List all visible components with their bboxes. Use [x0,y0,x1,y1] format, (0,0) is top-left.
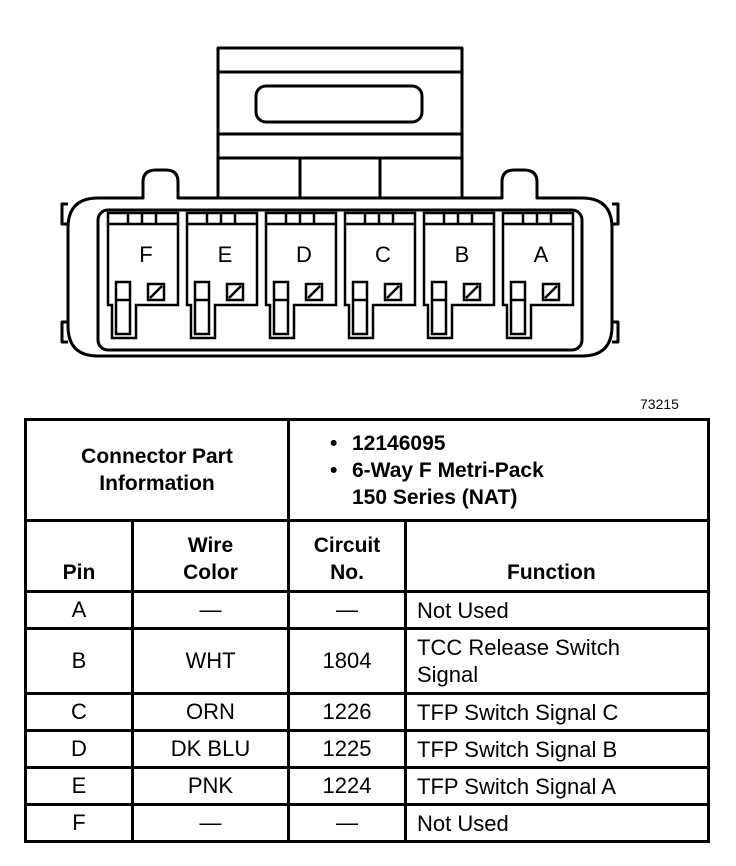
wire-color-cell: PNK [131,766,290,806]
part-description: 6-Way F Metri-Pack 150 Series (NAT) [352,458,544,509]
table-row: B WHT 1804 TCC Release Switch Signal [24,627,710,695]
pin-label-c: C [375,242,391,267]
terminal-cavity-f [106,211,180,340]
table-row: A — — Not Used [24,590,710,630]
wire-color-cell: ORN [131,692,290,732]
pin-cell: C [24,692,134,732]
terminal-cavity-e [185,211,259,340]
part-info-details: • 12146095 • 6-Way F Metri-Pack 150 Seri… [287,418,710,522]
circuit-cell: — [287,590,407,630]
terminal-cavity-d [264,211,338,340]
pin-label-f: F [139,242,152,267]
col-header-circuit: Circuit No. [287,519,407,593]
circuit-cell: 1225 [287,729,407,769]
pin-cell: F [24,803,134,843]
pin-label-e: E [218,242,233,267]
terminal-cavity-b [422,211,496,340]
table-row: F — — Not Used [24,803,710,843]
wire-color-cell: — [131,803,290,843]
part-info-row: Connector Part Information • 12146095 • … [24,418,710,522]
function-cell: Not Used [404,803,710,843]
part-info-label: Connector Part Information [24,418,290,522]
connector-info-table: Connector Part Information • 12146095 • … [24,418,710,843]
pin-label-a: A [534,242,549,267]
part-number: 12146095 [352,431,446,455]
latch-slot [254,84,424,124]
connector-body [66,168,614,358]
pin-label-d: D [296,242,312,267]
col-header-pin: Pin [24,519,134,593]
wire-color-cell: DK BLU [131,729,290,769]
wire-color-cell: WHT [131,627,290,695]
circuit-cell: — [287,803,407,843]
col-header-function: Function [404,519,710,593]
pin-cell: D [24,729,134,769]
table-row: D DK BLU 1225 TFP Switch Signal B [24,729,710,769]
table-row: C ORN 1226 TFP Switch Signal C [24,692,710,732]
circuit-cell: 1226 [287,692,407,732]
figure-number: 73215 [640,396,679,412]
column-header-row: Pin Wire Color Circuit No. Function [24,519,710,593]
function-cell: TFP Switch Signal B [404,729,710,769]
pin-cell: B [24,627,134,695]
table-row: E PNK 1224 TFP Switch Signal A [24,766,710,806]
pin-cell: E [24,766,134,806]
terminal-cavity-a [501,211,575,340]
function-cell: TCC Release Switch Signal [404,627,710,695]
pin-cell: A [24,590,134,630]
function-cell: TFP Switch Signal C [404,692,710,732]
col-header-wire-color: Wire Color [131,519,290,593]
circuit-cell: 1804 [287,627,407,695]
function-cell: Not Used [404,590,710,630]
terminal-cavity-c [343,211,417,340]
circuit-cell: 1224 [287,766,407,806]
function-cell: TFP Switch Signal A [404,766,710,806]
wire-color-cell: — [131,590,290,630]
pin-label-b: B [455,242,470,267]
